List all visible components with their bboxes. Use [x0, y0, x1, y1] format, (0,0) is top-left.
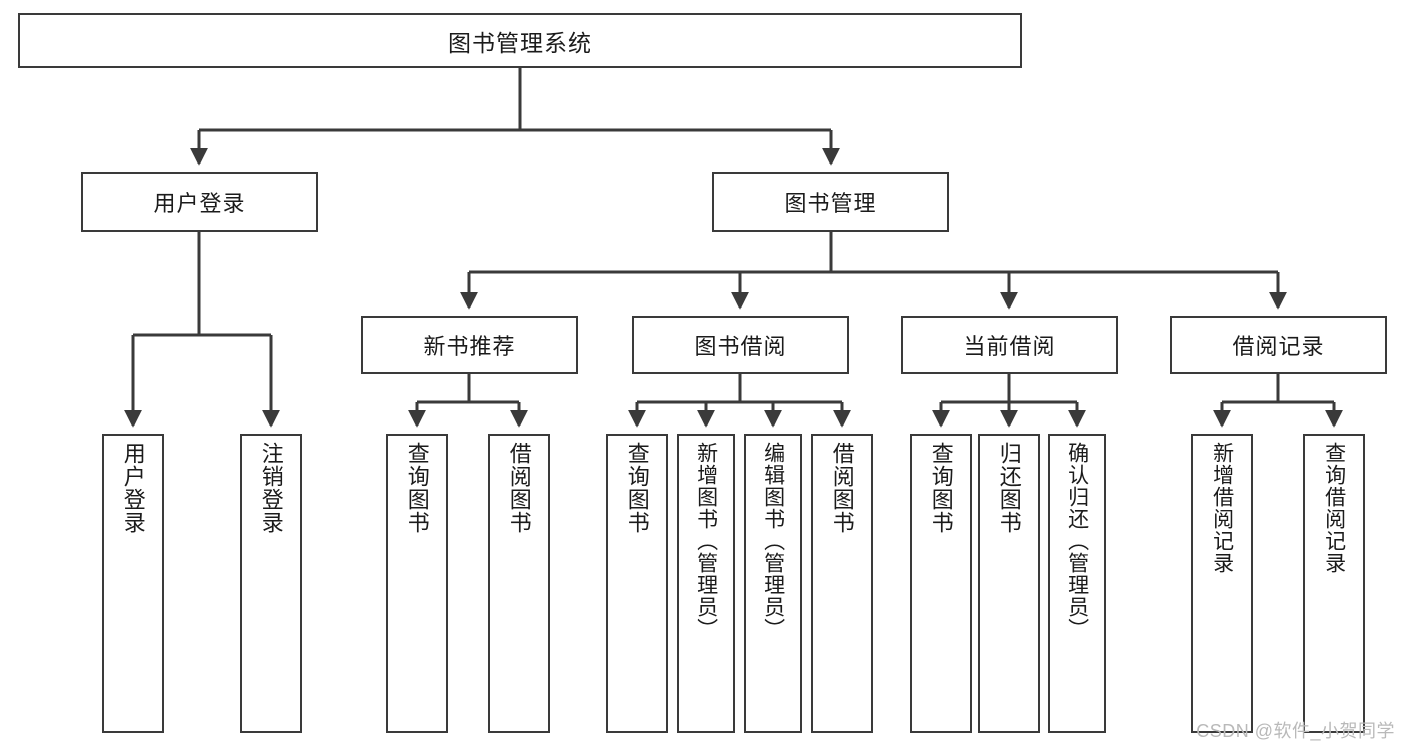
leaf-borrow-book-recommend[interactable]: 借阅图书 [488, 434, 550, 733]
leaf-edit-book-admin-label: 编辑图书（管理员） [761, 442, 785, 640]
node-book-borrow[interactable]: 图书借阅 [632, 316, 849, 374]
leaf-add-book-admin[interactable]: 新增图书（管理员） [677, 434, 735, 733]
node-book-management-label: 图书管理 [784, 191, 877, 216]
csdn-watermark: CSDN @软件_小贺同学 [1196, 721, 1395, 741]
leaf-query-book-recommend[interactable]: 查询图书 [386, 434, 448, 733]
node-book-borrow-label: 图书借阅 [694, 334, 787, 359]
leaf-query-book-borrow[interactable]: 查询图书 [606, 434, 668, 733]
leaf-user-login-label: 用户登录 [120, 442, 146, 534]
leaf-query-borrow-record[interactable]: 查询借阅记录 [1303, 434, 1365, 733]
node-current-borrow[interactable]: 当前借阅 [901, 316, 1118, 374]
leaf-borrow-book[interactable]: 借阅图书 [811, 434, 873, 733]
leaf-user-login[interactable]: 用户登录 [102, 434, 164, 733]
leaf-logout[interactable]: 注销登录 [240, 434, 302, 733]
leaf-confirm-return-admin-label: 确认归还（管理员） [1065, 442, 1089, 640]
node-borrow-records[interactable]: 借阅记录 [1170, 316, 1387, 374]
node-root-book-management-system[interactable]: 图书管理系统 [18, 13, 1022, 68]
node-root-label: 图书管理系统 [448, 29, 592, 56]
leaf-add-borrow-record-label: 新增借阅记录 [1210, 442, 1234, 574]
leaf-confirm-return-admin[interactable]: 确认归还（管理员） [1048, 434, 1106, 733]
node-new-book-recommend-label: 新书推荐 [423, 334, 516, 359]
leaf-logout-label: 注销登录 [258, 442, 284, 534]
leaf-query-borrow-record-label: 查询借阅记录 [1322, 442, 1346, 574]
leaf-add-borrow-record[interactable]: 新增借阅记录 [1191, 434, 1253, 733]
leaf-return-book-label: 归还图书 [996, 442, 1022, 534]
leaf-return-book[interactable]: 归还图书 [978, 434, 1040, 733]
leaf-query-book-recommend-label: 查询图书 [404, 442, 430, 534]
leaf-query-book-current-label: 查询图书 [928, 442, 954, 534]
node-user-login[interactable]: 用户登录 [81, 172, 318, 232]
leaf-add-book-admin-label: 新增图书（管理员） [694, 442, 718, 640]
node-book-management[interactable]: 图书管理 [712, 172, 949, 232]
node-new-book-recommend[interactable]: 新书推荐 [361, 316, 578, 374]
leaf-query-book-current[interactable]: 查询图书 [910, 434, 972, 733]
leaf-edit-book-admin[interactable]: 编辑图书（管理员） [744, 434, 802, 733]
node-current-borrow-label: 当前借阅 [963, 334, 1056, 359]
leaf-borrow-book-recommend-label: 借阅图书 [506, 442, 532, 534]
node-borrow-records-label: 借阅记录 [1232, 334, 1325, 359]
leaf-query-book-borrow-label: 查询图书 [624, 442, 650, 534]
leaf-borrow-book-label: 借阅图书 [829, 442, 855, 534]
node-user-login-label: 用户登录 [153, 191, 246, 216]
